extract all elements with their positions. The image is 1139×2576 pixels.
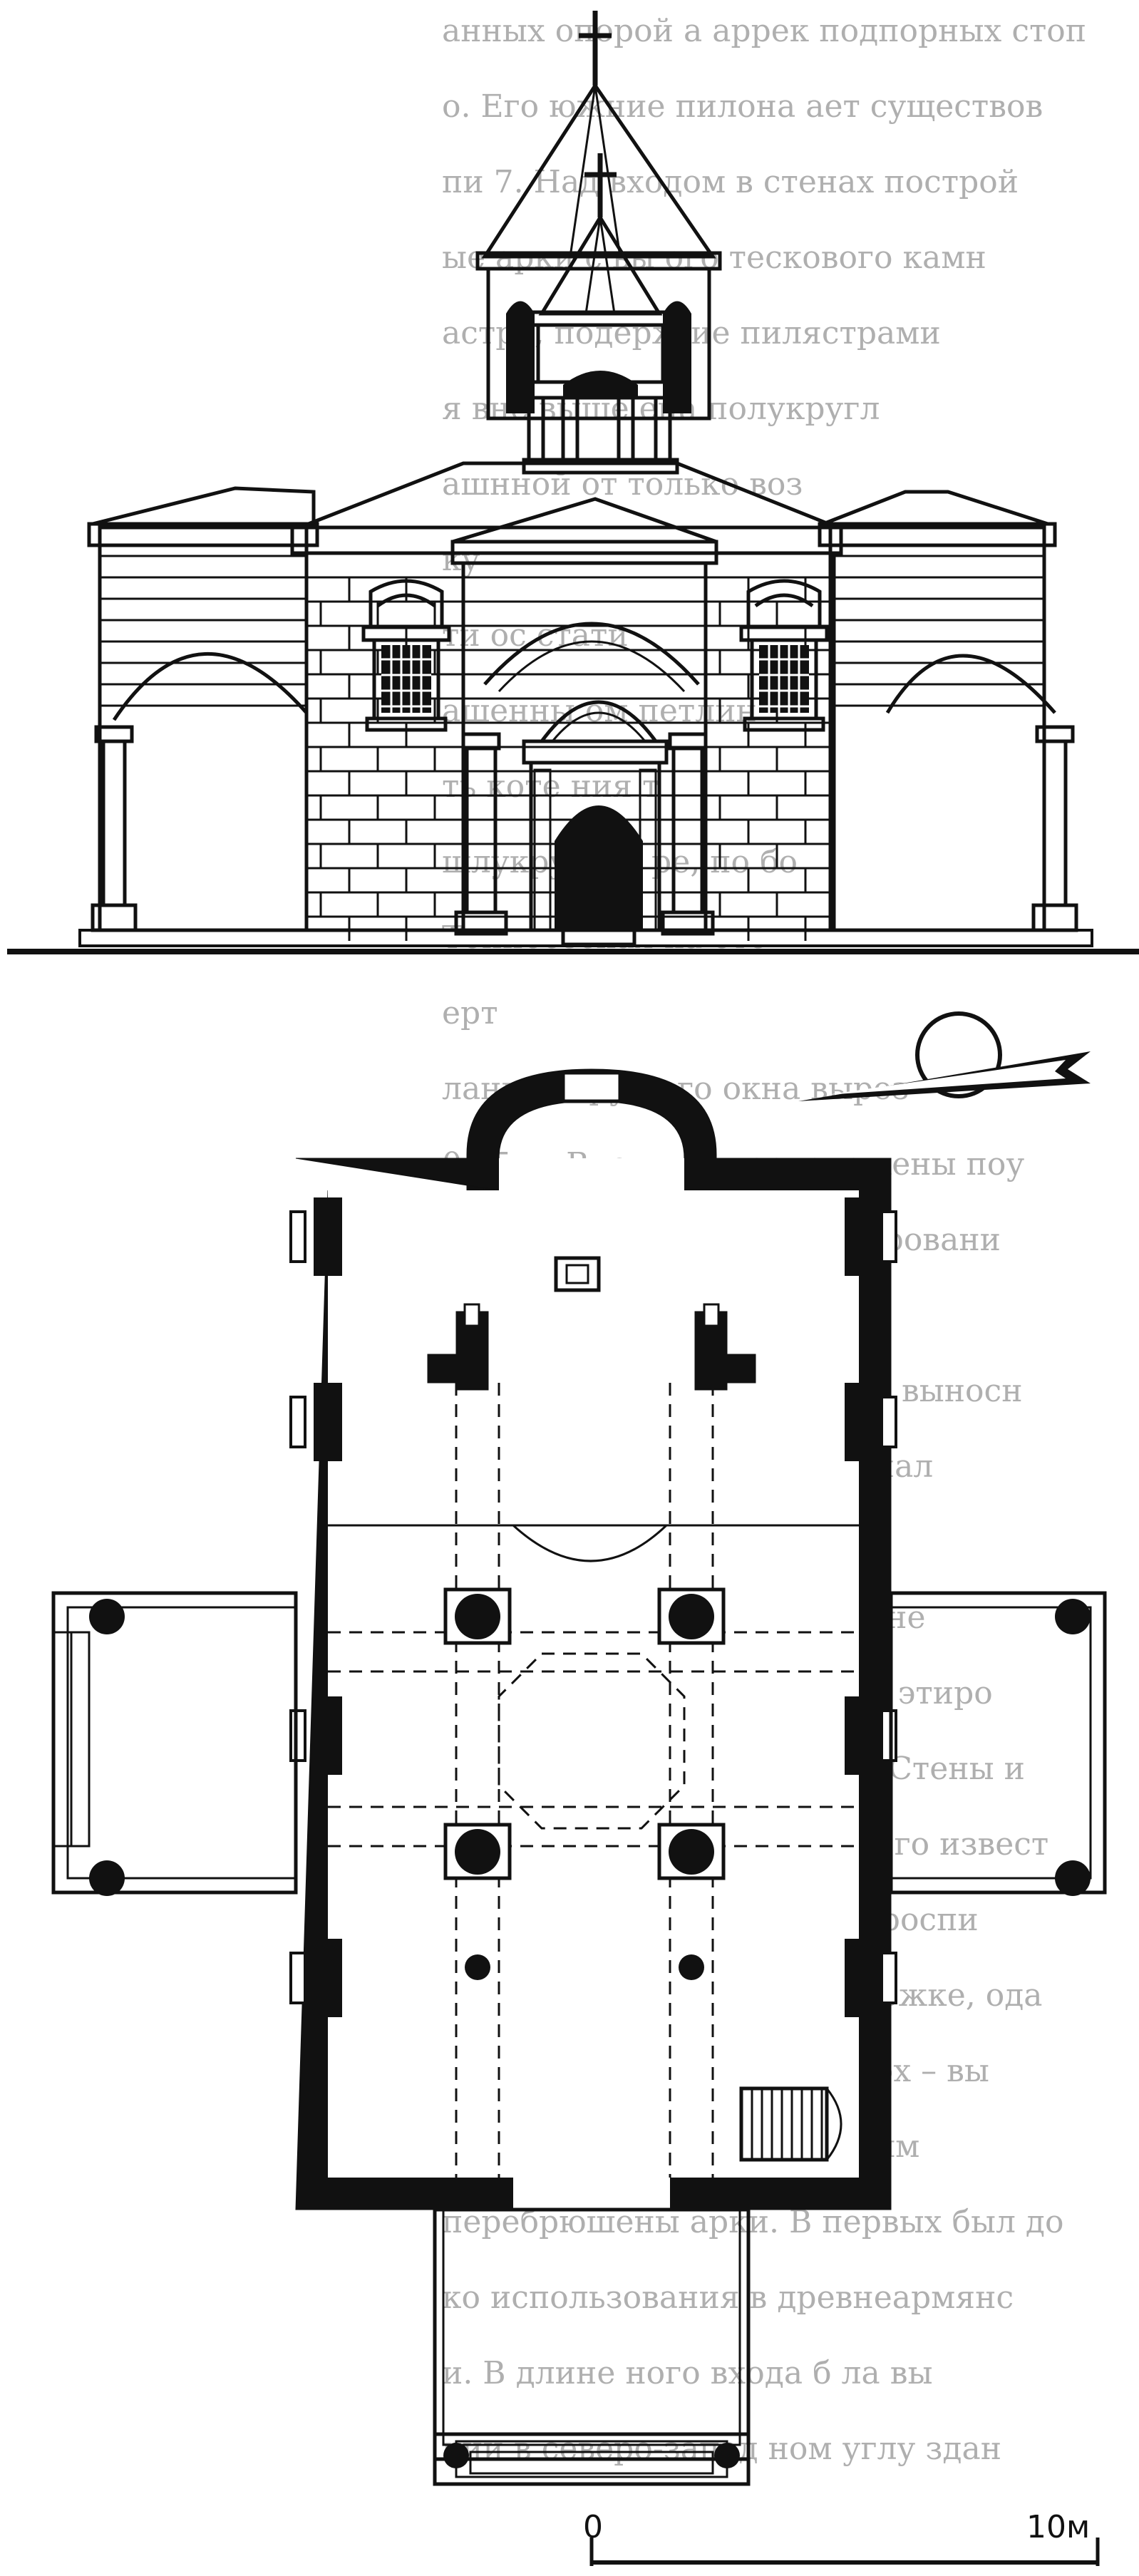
north-arrow [798,1011,1091,1101]
portal-doorway [555,805,643,930]
central-pediment [450,497,718,936]
background-text-line: ерт [442,995,498,1031]
left-gallery [87,486,319,932]
floor-plan [51,1068,1107,2486]
background-text-line: ку [442,542,480,578]
background-text-line: ко использования в древнеармянс [442,2279,1014,2316]
background-text-line: анных опорой а аррек подпорных стоп [442,13,1086,49]
left-window [361,579,451,732]
scale-start-label: 0 [583,2509,603,2545]
right-gallery-plan [889,1591,1107,1895]
left-gallery-plan [51,1591,298,1895]
background-text-line: пи 7. Над входом в стенах построй [442,164,1019,200]
facade-elevation [7,11,1139,954]
background-text-line: и. В длине ного входа б ла вы [442,2355,933,2391]
entrance-porch [433,2178,751,2486]
sanctuary-walls [427,1256,756,1391]
right-gallery [818,490,1078,932]
apse [466,1068,717,1191]
portal [522,700,669,947]
background-text-line: о. Его южние пилона ает существов [442,88,1043,125]
vault-lines [328,1383,859,2178]
bell-tower [475,11,722,475]
right-window [739,579,829,732]
scale-end-label: 10м [1026,2509,1090,2545]
scale-bar: 0 10м [583,2509,1100,2566]
staircase [739,2086,842,2162]
pillars [89,1587,1091,1980]
